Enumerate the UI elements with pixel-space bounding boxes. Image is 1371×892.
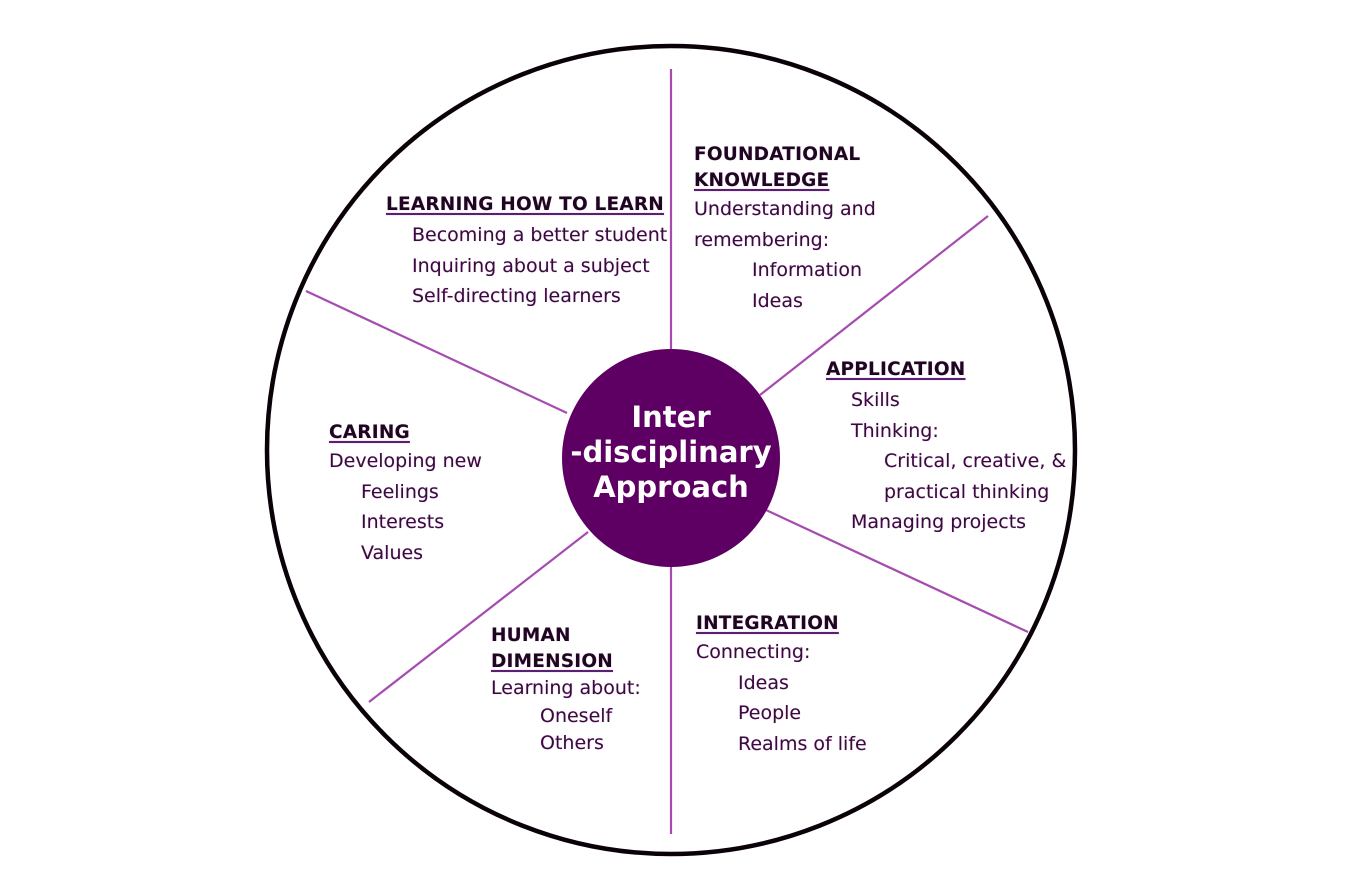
segment-application: APPLICATION Skills Thinking: Critical, c… — [826, 357, 1066, 538]
divider-top-right — [759, 215, 989, 396]
segment-item: Thinking: — [851, 419, 939, 442]
segment-item: Inquiring about a subject — [412, 254, 650, 277]
segment-foundational-knowledge: FOUNDATIONAL KNOWLEDGE Understanding and… — [694, 142, 876, 316]
segment-item: Feelings — [361, 480, 439, 503]
segment-item: People — [738, 702, 802, 724]
outer-ring — [264, 43, 1078, 857]
segment-item: Information — [752, 259, 862, 281]
center-hub — [562, 349, 780, 567]
segment-intro: Understanding and — [694, 198, 876, 220]
segment-item: Interests — [361, 511, 445, 533]
segment-intro: remembering: — [694, 228, 830, 251]
segment-heading: CARING — [329, 422, 410, 443]
divider-left — [305, 290, 568, 414]
hub-line-3: Approach — [593, 470, 749, 504]
segment-intro: Developing new — [329, 450, 482, 472]
divider-right — [765, 509, 1029, 633]
segment-intro: Learning about: — [491, 677, 641, 699]
segment-item: Managing projects — [851, 511, 1027, 533]
segment-item: Oneself — [540, 704, 613, 727]
segment-subitem: practical thinking — [884, 480, 1050, 503]
segment-subitem: Critical, creative, & — [884, 450, 1067, 472]
hub-line-1: Inter — [631, 400, 711, 434]
segment-heading: HUMAN — [491, 625, 571, 646]
divider-bottom-left — [368, 531, 589, 703]
segment-intro: Connecting: — [696, 641, 811, 663]
segment-item: Ideas — [752, 289, 803, 312]
segment-heading: LEARNING HOW TO LEARN — [386, 194, 664, 215]
segment-human-dimension: HUMAN DIMENSION Learning about: Oneself … — [491, 623, 641, 758]
segment-heading: DIMENSION — [491, 651, 613, 672]
segment-item: Realms of life — [738, 732, 867, 755]
segment-item: Ideas — [738, 671, 789, 694]
segment-item: Others — [540, 732, 604, 754]
hub-label: Inter -disciplinary Approach — [561, 400, 781, 505]
segment-learning-how-to-learn: LEARNING HOW TO LEARN Becoming a better … — [386, 192, 667, 312]
segment-heading: FOUNDATIONAL — [694, 144, 861, 165]
segment-caring: CARING Developing new Feelings Interests… — [329, 420, 482, 568]
hub-line-2: -disciplinary — [570, 435, 772, 469]
segment-item: Becoming a better student — [412, 224, 668, 246]
segment-integration: INTEGRATION Connecting: Ideas People Rea… — [696, 611, 867, 759]
segment-heading: KNOWLEDGE — [694, 170, 830, 191]
segment-item: Self-directing learners — [412, 285, 621, 307]
segment-item: Values — [361, 541, 424, 564]
segment-heading: APPLICATION — [826, 359, 966, 380]
segment-item: Skills — [851, 389, 900, 411]
segment-dividers — [305, 69, 1029, 834]
segment-heading: INTEGRATION — [696, 613, 839, 634]
